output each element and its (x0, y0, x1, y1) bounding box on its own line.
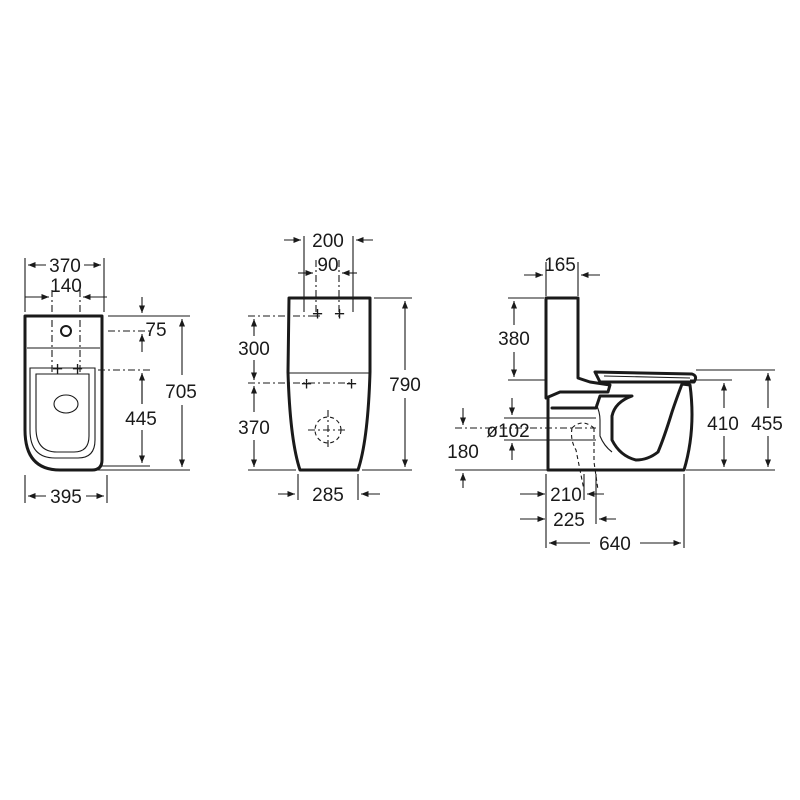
dim-165: 165 (544, 255, 576, 276)
top-view-fixing-left: + (52, 359, 63, 380)
dim-455: 455 (751, 414, 783, 435)
top-view-bowl-opening (53, 394, 79, 414)
top-view-tank-hole (60, 325, 72, 337)
dim-285: 285 (312, 485, 344, 506)
dim-diameter-102: ø102 (486, 421, 529, 442)
dim-225: 225 (553, 510, 585, 531)
dim-90: 90 (317, 255, 338, 276)
top-view-seat-inner (35, 373, 90, 453)
dim-370-top: 370 (49, 256, 81, 277)
dim-180: 180 (447, 442, 479, 463)
dim-200: 200 (312, 231, 344, 252)
dim-210: 210 (550, 485, 582, 506)
dim-445: 445 (125, 409, 157, 430)
dim-370-front: 370 (238, 418, 270, 439)
front-view-fixing-right: + (346, 374, 357, 395)
dim-705: 705 (165, 382, 197, 403)
dim-410: 410 (707, 414, 739, 435)
dim-640: 640 (599, 534, 631, 555)
dim-380: 380 (498, 329, 530, 350)
side-view-outlet (570, 422, 599, 491)
front-view: + + + + 200 90 300 370 (238, 231, 421, 506)
dim-300: 300 (238, 339, 270, 360)
dim-140: 140 (50, 276, 82, 297)
dim-790: 790 (389, 375, 421, 396)
top-view-seat (29, 367, 96, 459)
top-view-fixing-right: + (72, 359, 83, 380)
side-view-seat (593, 370, 698, 384)
dim-395: 395 (50, 487, 82, 508)
front-view-fixing-left: + (301, 374, 312, 395)
front-view-outline (286, 296, 372, 472)
front-view-button-right: + (334, 304, 345, 325)
side-view-seat-detail (603, 375, 691, 379)
front-view-button-left: + (312, 304, 323, 325)
side-view-bowl (546, 382, 694, 472)
side-view-trap (595, 403, 613, 453)
side-view: 165 380 ø102 180 410 455 210 (447, 255, 783, 555)
dim-75: 75 (145, 320, 166, 341)
top-view: + + 370 140 75 445 705 (23, 254, 197, 508)
side-view-tank (544, 296, 612, 400)
top-view-outline (23, 314, 104, 472)
